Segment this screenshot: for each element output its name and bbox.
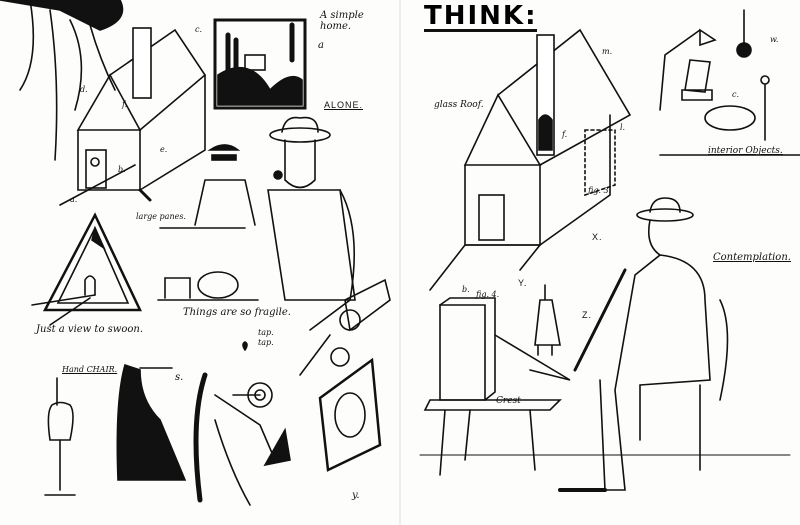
masked-man-figure [159,144,256,229]
label-alone: ALONE. [324,100,364,110]
man-with-pipe-figure [267,116,356,331]
think-house-drawing [429,28,632,291]
marker-a: a [318,40,324,51]
marker-z: Z. [582,310,592,320]
house-marker-f-right: f. [562,130,568,139]
triangle-window [31,212,142,326]
label-hand-chair: Hand CHAIR. [62,365,118,374]
label-interior-objects: interior Objects. [708,146,783,156]
label-simple-home: A simple home. [320,10,364,32]
title-think: THINK: [424,1,538,32]
small-figure-y [534,284,561,356]
seated-thinker-figure [558,197,729,492]
tree-drawing [0,0,124,161]
object-marker-w: w. [770,35,779,44]
label-tap-tap: tap. tap. [258,328,274,347]
house-marker-e: e. [160,145,168,154]
label-large-panes: large panes. [136,212,186,221]
label-crest: Crest [496,396,521,406]
house-drawing [59,27,207,206]
label-view-to-swoon: Just a view to swoon. [36,324,143,335]
label-things-fragile: Things are so fragile. [183,307,291,318]
seated-woman-figure [116,363,187,481]
house-marker-d: d. [80,85,88,94]
marker-y-left: y. [352,490,360,501]
label-fig-4: fig. 4. [476,290,500,299]
house-marker-b: b. [118,165,126,174]
label-glass-roof: glass Roof. [434,100,484,110]
marker-y-right: Y. [518,278,528,288]
still-life-objects [299,278,391,376]
woman-at-typewriter [193,341,291,506]
house-marker-a: a. [70,195,78,204]
marker-x: X. [592,232,603,242]
mirror-portrait [318,357,382,472]
house-marker-f: f. [122,100,128,109]
framed-landscape [213,18,307,110]
desk-with-block [423,297,571,476]
interior-objects [659,9,800,156]
object-marker-c: c. [732,90,740,99]
house-marker-m: m. [602,47,613,56]
marker-s: s. [175,372,184,383]
hand-chair-drawing [44,377,76,496]
house-marker-b-right: b. [462,285,470,294]
house-marker-c: c. [195,25,203,34]
label-fig-3: fig. 3. [588,186,612,195]
house-marker-l: l. [620,123,626,132]
fragile-objects [157,271,259,301]
label-contemplation: Contemplation. [713,252,791,263]
